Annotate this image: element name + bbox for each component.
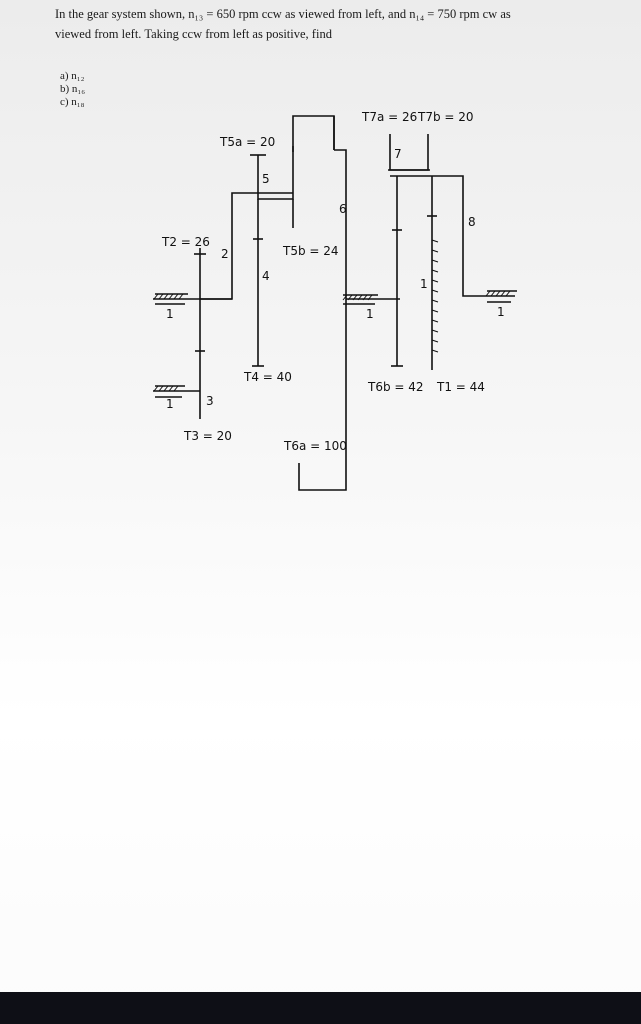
diagram-linework bbox=[153, 115, 517, 491]
ground-label-1b: 1 bbox=[166, 397, 174, 411]
question-b: b) n₁₆ bbox=[60, 83, 86, 95]
label-t2: T2 = 26 bbox=[161, 235, 210, 249]
label-t3: T3 = 20 bbox=[183, 429, 232, 443]
label-t5a: T5a = 20 bbox=[219, 135, 275, 149]
gear-5-body bbox=[257, 193, 294, 200]
label-t7b: T7b = 20 bbox=[417, 110, 474, 124]
link-5-frame bbox=[200, 192, 293, 300]
link-label-4: 4 bbox=[262, 269, 270, 283]
link-label-7: 7 bbox=[394, 147, 402, 161]
internal-teeth bbox=[431, 239, 439, 353]
question-a: a) n₁₂ bbox=[60, 70, 85, 82]
label-t7a: T7a = 26 bbox=[361, 110, 417, 124]
hatch-right bbox=[342, 294, 373, 301]
hatch-3 bbox=[153, 385, 179, 392]
label-t4: T4 = 40 bbox=[243, 370, 292, 384]
ground-label-1c: 1 bbox=[366, 307, 374, 321]
bottom-dark-strip bbox=[0, 992, 641, 1024]
hatch-far-right bbox=[485, 290, 511, 297]
ground-label-1d: 1 bbox=[420, 277, 428, 291]
label-t1: T1 = 44 bbox=[436, 380, 485, 394]
link-8-arm bbox=[390, 175, 515, 297]
ground-label-1e: 1 bbox=[497, 305, 505, 319]
link-label-5: 5 bbox=[262, 172, 270, 186]
link-label-3: 3 bbox=[206, 394, 214, 408]
ground-label-1a: 1 bbox=[166, 307, 174, 321]
problem-line-2: viewed from left. Taking ccw from left a… bbox=[55, 27, 332, 41]
problem-line-1: In the gear system shown, n₁₃ = 650 rpm … bbox=[55, 7, 511, 21]
link-label-8: 8 bbox=[468, 215, 476, 229]
label-t6b: T6b = 42 bbox=[367, 380, 424, 394]
problem-statement: In the gear system shown, n₁₃ = 650 rpm … bbox=[55, 4, 635, 44]
question-c: c) n₁₈ bbox=[60, 96, 85, 108]
ground-hatching bbox=[153, 239, 511, 392]
link-label-2: 2 bbox=[221, 247, 229, 261]
link-label-6: 6 bbox=[339, 202, 347, 216]
worksheet: In the gear system shown, n₁₃ = 650 rpm … bbox=[55, 4, 635, 491]
label-t5b: T5b = 24 bbox=[282, 244, 339, 258]
gear-train-diagram: T5a = 20 T2 = 26 T5b = 24 T4 = 40 T3 = 2… bbox=[153, 110, 517, 491]
hatch-1 bbox=[153, 293, 184, 300]
label-t6a: T6a = 100 bbox=[283, 439, 347, 453]
link-6-ring bbox=[298, 149, 347, 491]
link-6-top bbox=[292, 115, 335, 193]
